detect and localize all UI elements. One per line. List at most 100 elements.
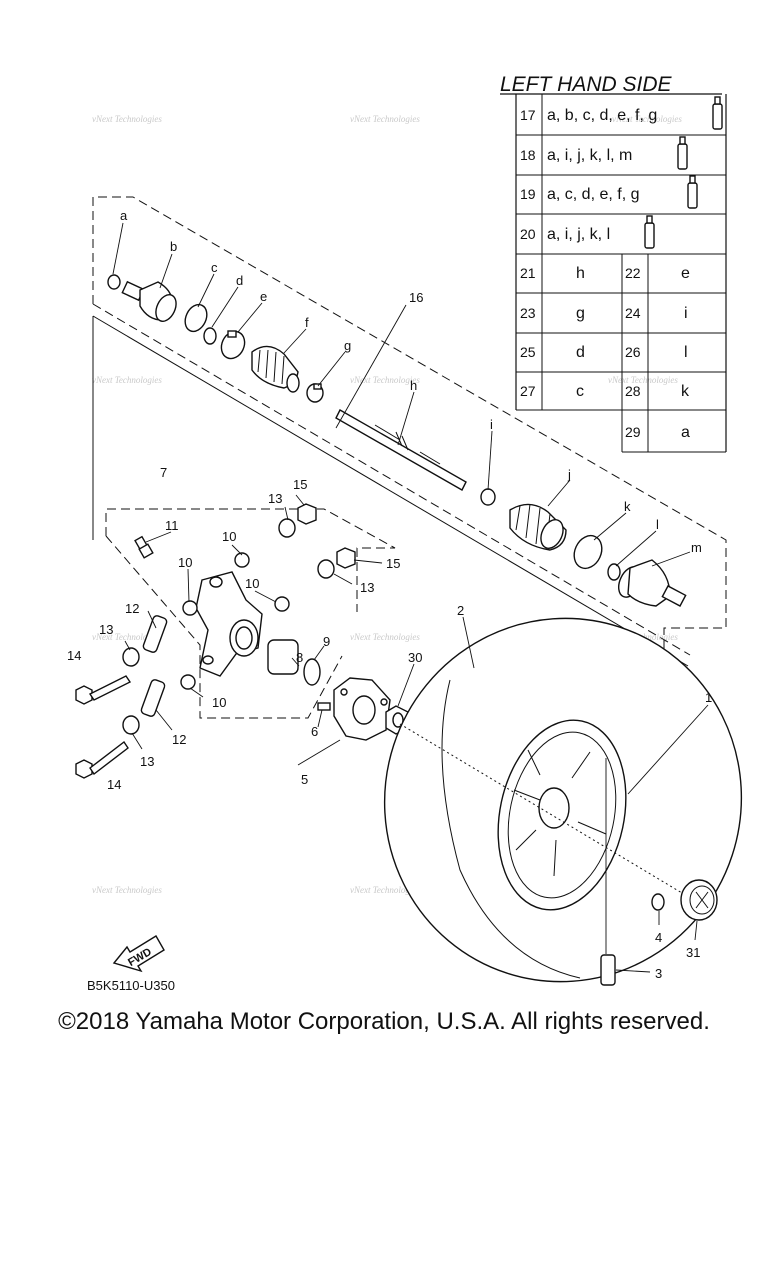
bushing-10: [234, 552, 250, 568]
table-row-number: 18: [520, 147, 536, 163]
callout-1: 1: [705, 690, 712, 705]
callout-e: e: [260, 289, 267, 304]
bushing-10: [182, 600, 198, 616]
table-row-number: 24: [625, 305, 641, 321]
bolt-14: [75, 675, 132, 705]
callout-6: 6: [311, 724, 318, 739]
watermark: vNext Technologies: [92, 632, 162, 642]
table-row-text: e: [681, 265, 690, 282]
callout-14: 14: [67, 648, 81, 663]
bushing-10: [274, 596, 290, 612]
bushing-13: [122, 647, 140, 667]
callout-8: 8: [296, 650, 303, 665]
hub-and-wheel: [317, 617, 743, 986]
left-hand-side-table: LEFT HAND SIDE 17 a, b, c, d, e, f, g 18…: [500, 73, 727, 453]
callout-m: m: [691, 540, 702, 555]
boot-j: [509, 503, 567, 551]
callout-c: c: [211, 260, 218, 275]
table-title: LEFT HAND SIDE: [500, 73, 673, 96]
rim-1: [497, 719, 627, 911]
clip-g: [306, 383, 324, 403]
copyright-notice: ©2018 Yamaha Motor Corporation, U.S.A. A…: [58, 1008, 710, 1035]
table-row-number: 28: [625, 383, 641, 399]
circlip-a: [107, 274, 121, 290]
grease-nipple-11: [134, 535, 154, 559]
grease-tube-icon: [677, 136, 688, 170]
ring-l: [607, 563, 621, 581]
table-row-number: 17: [520, 107, 536, 123]
callout-k: k: [624, 499, 631, 514]
collar-12: [142, 615, 168, 653]
table-row-number: 29: [625, 424, 641, 440]
boot-f: [251, 345, 300, 393]
callout-13: 13: [268, 491, 282, 506]
callout-g: g: [344, 338, 351, 353]
callout-a: a: [120, 208, 128, 223]
callout-j: j: [567, 467, 571, 482]
watermark: vNext Technologies: [92, 375, 162, 385]
bushing-10: [180, 674, 196, 690]
ring-d: [203, 327, 217, 345]
table-row-number: 20: [520, 226, 536, 242]
clip-i: [480, 488, 496, 506]
callout-3: 3: [655, 966, 662, 981]
callout-9: 9: [323, 634, 330, 649]
bolt-14: [75, 740, 129, 779]
callout-10: 10: [222, 529, 236, 544]
table-row-number: 21: [520, 265, 536, 281]
watermark: vNext Technologies: [612, 114, 682, 124]
table-row-text: h: [576, 265, 585, 282]
watermark: vNext Technologies: [350, 632, 420, 642]
bearing-8: [267, 639, 299, 675]
table-row-number: 22: [625, 265, 641, 281]
drive-shaft-parts: [107, 274, 687, 607]
callout-2: 2: [457, 603, 464, 618]
callout-10: 10: [245, 576, 259, 591]
table-row-number: 25: [520, 344, 536, 360]
forward-arrow-icon: FWD: [112, 935, 165, 973]
grease-tube-icon: [687, 175, 698, 209]
washer-4: [651, 893, 665, 911]
diagram-code: B5K5110-U350: [87, 978, 175, 993]
table-row-number: 27: [520, 383, 536, 399]
table-row-text: a, b, c, d, e, f, g: [547, 107, 657, 124]
watermark: vNext Technologies: [350, 114, 420, 124]
bushing-13: [122, 715, 140, 735]
callout-10: 10: [178, 555, 192, 570]
center-cap-31: [680, 879, 718, 921]
table-row-number: 19: [520, 186, 536, 202]
leader-lines: [112, 222, 709, 973]
inner-cv-joint-m: [617, 559, 687, 607]
callout-15: 15: [386, 556, 400, 571]
table-row-text: a: [681, 424, 690, 441]
band-e: [220, 330, 246, 360]
callout-13: 13: [140, 754, 154, 769]
callout-labels: a b c d e f g h i j k l m 16 7 11 10 10 …: [67, 208, 712, 981]
table-row-text: i: [684, 305, 688, 322]
callout-13: 13: [360, 580, 374, 595]
watermark: vNext Technologies: [350, 375, 420, 385]
collar-12: [140, 679, 166, 717]
watermark: vNext Technologies: [92, 114, 162, 124]
callout-7: 7: [160, 465, 167, 480]
valve-stem-3: [600, 954, 616, 986]
callout-5: 5: [301, 772, 308, 787]
band-k: [573, 534, 603, 570]
callout-h: h: [410, 378, 417, 393]
grease-tube-icon: [712, 96, 723, 130]
watermark: vNext Technologies: [350, 885, 420, 895]
callout-4: 4: [655, 930, 662, 945]
callout-30: 30: [408, 650, 422, 665]
shaft-h: [335, 409, 467, 491]
assembly-boundaries: [92, 196, 727, 719]
callout-b: b: [170, 239, 177, 254]
bushing-13: [278, 518, 296, 538]
watermark: vNext Technologies: [608, 375, 678, 385]
table-row-text: c: [576, 383, 584, 400]
table-row-number: 23: [520, 305, 536, 321]
callout-i: i: [490, 417, 493, 432]
callout-12: 12: [125, 601, 139, 616]
callout-15: 15: [293, 477, 307, 492]
table-row-text: k: [681, 383, 690, 400]
